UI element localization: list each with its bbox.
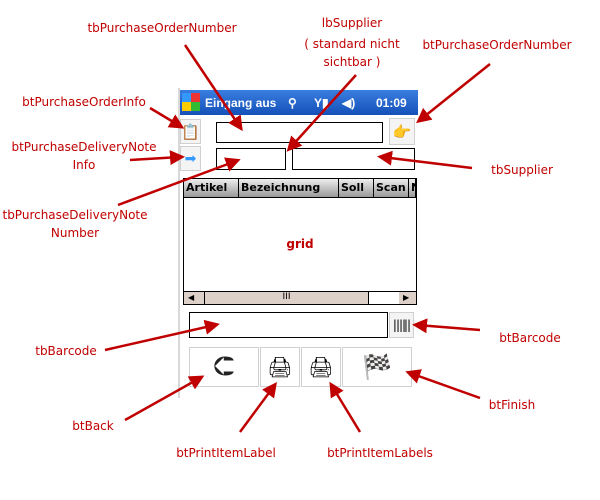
arrow	[377, 150, 473, 170]
annotation-label: tbBarcode	[35, 344, 97, 358]
barcode-icon: |||‖|	[392, 318, 411, 332]
print-item-labels-button[interactable]: 🖨	[301, 347, 341, 387]
grid-label: grid	[286, 237, 314, 251]
clock: 01:09	[376, 96, 407, 110]
annotation-label: btBarcode	[499, 331, 561, 345]
printer-icon: 🖨	[267, 355, 293, 379]
connectivity-icon: ⚲	[288, 96, 297, 110]
annotation-label: tbPurchaseDeliveryNote	[2, 208, 148, 222]
arrow	[183, 44, 243, 132]
signal-icon: Y▮	[314, 96, 329, 110]
arrow	[129, 150, 185, 166]
arrow	[329, 381, 362, 433]
clipboard-arrow-icon: ➡	[184, 150, 197, 167]
purchase-order-number-button[interactable]: 👉	[389, 118, 415, 145]
column-header[interactable]: Scan	[374, 179, 409, 198]
arrow	[286, 74, 357, 152]
annotation-label: btPurchaseOrderInfo	[22, 95, 146, 109]
annotation-label: tbSupplier	[491, 163, 553, 177]
arrow	[412, 318, 481, 334]
scroll-right-icon[interactable]: ▶	[403, 293, 410, 302]
annotation-label: btPrintItemLabels	[327, 446, 433, 460]
arrow	[405, 369, 481, 400]
arrow	[117, 157, 241, 207]
annotation-label: btPurchaseOrderNumber	[422, 38, 572, 52]
pointing-hand-icon: 👉	[392, 122, 412, 141]
column-header[interactable]: N	[409, 179, 416, 198]
arrow	[416, 63, 491, 124]
print-item-label-button[interactable]: 🖨	[260, 347, 300, 387]
arrow	[149, 106, 185, 129]
column-header[interactable]: Bezeichnung	[239, 179, 339, 198]
device-screen	[178, 88, 420, 398]
column-header[interactable]: Soll	[339, 179, 374, 198]
annotation-label: Info	[72, 158, 96, 172]
finish-button[interactable]: 🏁	[342, 347, 412, 387]
annotation-label: btPrintItemLabel	[176, 446, 276, 460]
clipboard-check-icon: 📋	[181, 122, 200, 141]
arrow	[104, 319, 220, 352]
barcode-button[interactable]: |||‖|	[389, 312, 414, 338]
back-arrow-icon: ⮈	[213, 350, 235, 383]
annotation-label: btBack	[72, 419, 114, 433]
column-header[interactable]: Artikel	[184, 179, 239, 198]
horizontal-scrollbar[interactable]: ◀ III ▶	[184, 291, 416, 304]
volume-icon: ◀)	[342, 96, 356, 110]
annotation-label: sichtbar )	[323, 55, 381, 69]
annotation-label: ( standard nicht	[304, 37, 400, 51]
barcode-input[interactable]	[189, 312, 388, 338]
annotation-label: btFinish	[488, 398, 536, 412]
annotation-label: lbSupplier	[321, 16, 383, 30]
arrow	[238, 381, 277, 433]
scrollbar-thumb[interactable]: III	[204, 292, 369, 304]
annotation-label: Number	[50, 226, 100, 240]
annotation-label: tbPurchaseOrderNumber	[87, 21, 237, 35]
windows-start-icon[interactable]	[182, 93, 200, 111]
printer-list-icon: 🖨	[308, 355, 334, 379]
checkered-flag-icon: 🏁	[362, 353, 392, 381]
scroll-left-icon[interactable]: ◀	[188, 293, 195, 302]
grid[interactable]: Artikel Bezeichnung Soll Scan N ◀ III ▶	[183, 178, 417, 305]
annotation-label: btPurchaseDeliveryNote	[11, 140, 157, 154]
arrow	[124, 375, 205, 422]
purchase-order-info-button[interactable]: 📋	[180, 119, 201, 144]
